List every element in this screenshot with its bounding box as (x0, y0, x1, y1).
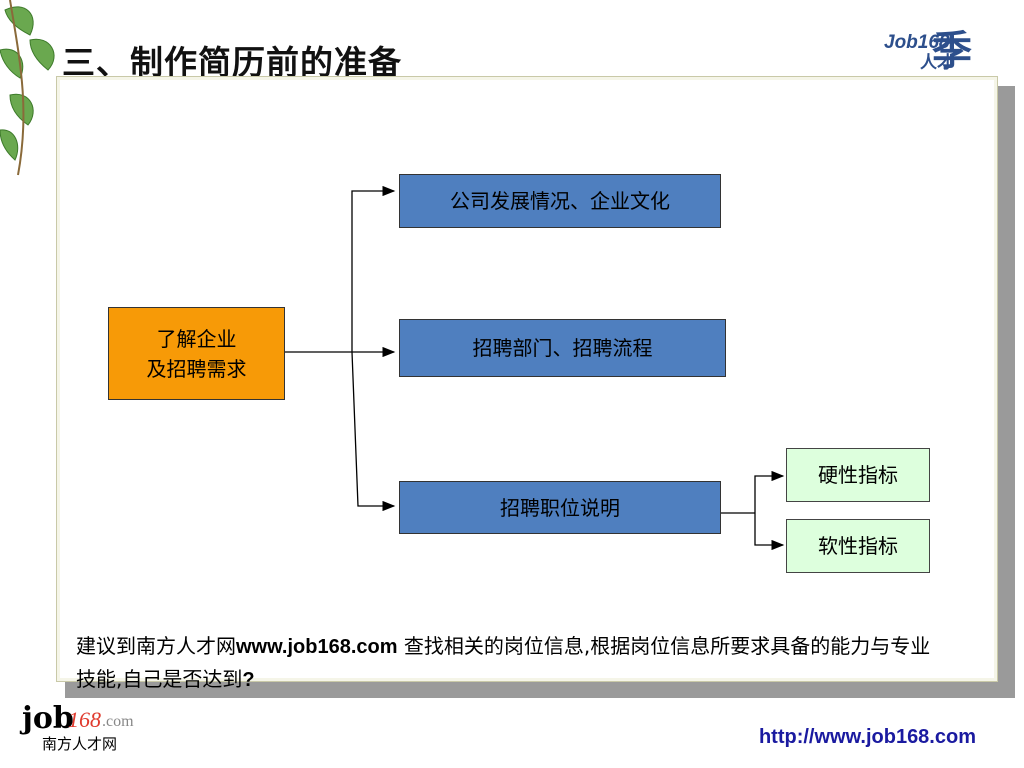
logo-ren-glyph: 人才 (920, 53, 954, 73)
note-prefix: 建议到南方人才网 (76, 634, 236, 658)
job168-season-logo: Job168 季 人才 (884, 18, 1000, 74)
advice-note: 建议到南方人才网www.job168.com 查找相关的岗位信息,根据岗位信息所… (76, 630, 946, 696)
logo-job-text: Job168 (884, 32, 950, 53)
job168-footer-logo: job 168 .com 南方人才网 (22, 701, 134, 753)
footer-logo-com: .com (102, 713, 134, 730)
sub-node-soft-criteria: 软性指标 (786, 519, 930, 573)
branch-node-company: 公司发展情况、企业文化 (399, 174, 721, 228)
note-middle: 查找相关的岗位信息,根据岗位信息所要求具备的能力与专业技能,自己是否达到 (76, 634, 931, 691)
footer-url-link[interactable]: http://www.job168.com (758, 726, 976, 748)
logo-season-glyph: 季 (932, 28, 972, 74)
footer-logo-chinese-name: 南方人才网 (42, 735, 118, 753)
root-node-line2: 及招聘需求 (146, 356, 247, 381)
branch-node-job-description: 招聘职位说明 (399, 481, 721, 534)
branch-node-recruit-process: 招聘部门、招聘流程 (399, 319, 726, 377)
note-site-link[interactable]: www.job168.com (236, 636, 398, 658)
note-suffix: ? (242, 669, 255, 691)
footer-logo-number: 168 (68, 707, 101, 732)
root-node-line1: 了解企业 (156, 326, 237, 351)
leaf-decoration (0, 0, 55, 176)
footer-logo-job: job (22, 701, 74, 736)
root-node: 了解企业 及招聘需求 (108, 307, 285, 400)
sub-node-hard-criteria: 硬性指标 (786, 448, 930, 502)
slide-title: 三、制作简历前的准备 (62, 43, 402, 82)
